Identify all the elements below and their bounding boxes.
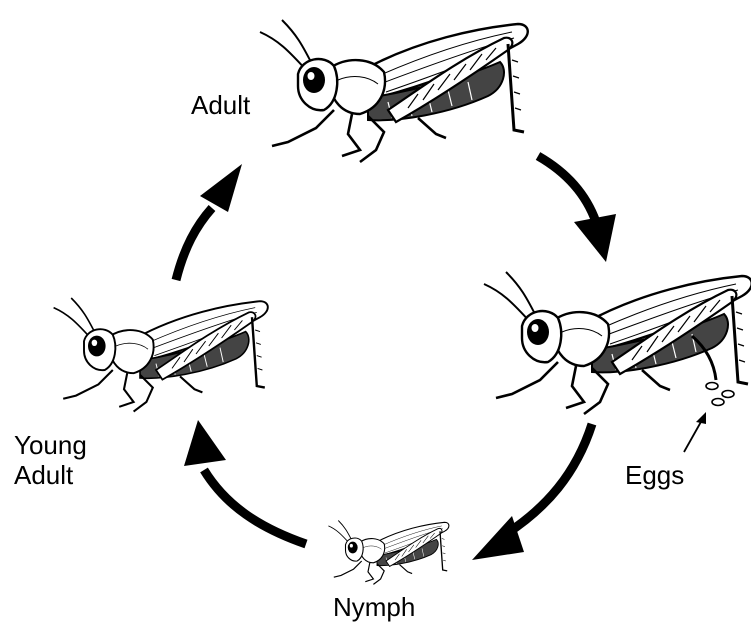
eggs-pointer-icon [684, 412, 706, 452]
grasshopper-adult-icon [260, 20, 528, 162]
stage-label-young-adult: Young Adult [14, 430, 87, 490]
grasshopper-nymph-icon [328, 521, 448, 585]
cycle-arrow-icon [538, 156, 616, 262]
eggs-icon [706, 383, 734, 406]
cycle-arrow-icon [184, 420, 306, 544]
grasshopper-young-adult-icon [54, 298, 268, 412]
stage-label-young-adult-line2: Adult [14, 460, 87, 490]
stage-label-nymph: Nymph [333, 592, 415, 622]
cycle-arrow-icon [176, 164, 242, 280]
stage-label-eggs: Eggs [625, 460, 684, 490]
stage-label-adult: Adult [191, 90, 250, 120]
grasshopper-egg-laying-icon [484, 272, 751, 414]
cycle-arrow-icon [472, 424, 592, 560]
stage-label-young-adult-line1: Young [14, 430, 87, 460]
